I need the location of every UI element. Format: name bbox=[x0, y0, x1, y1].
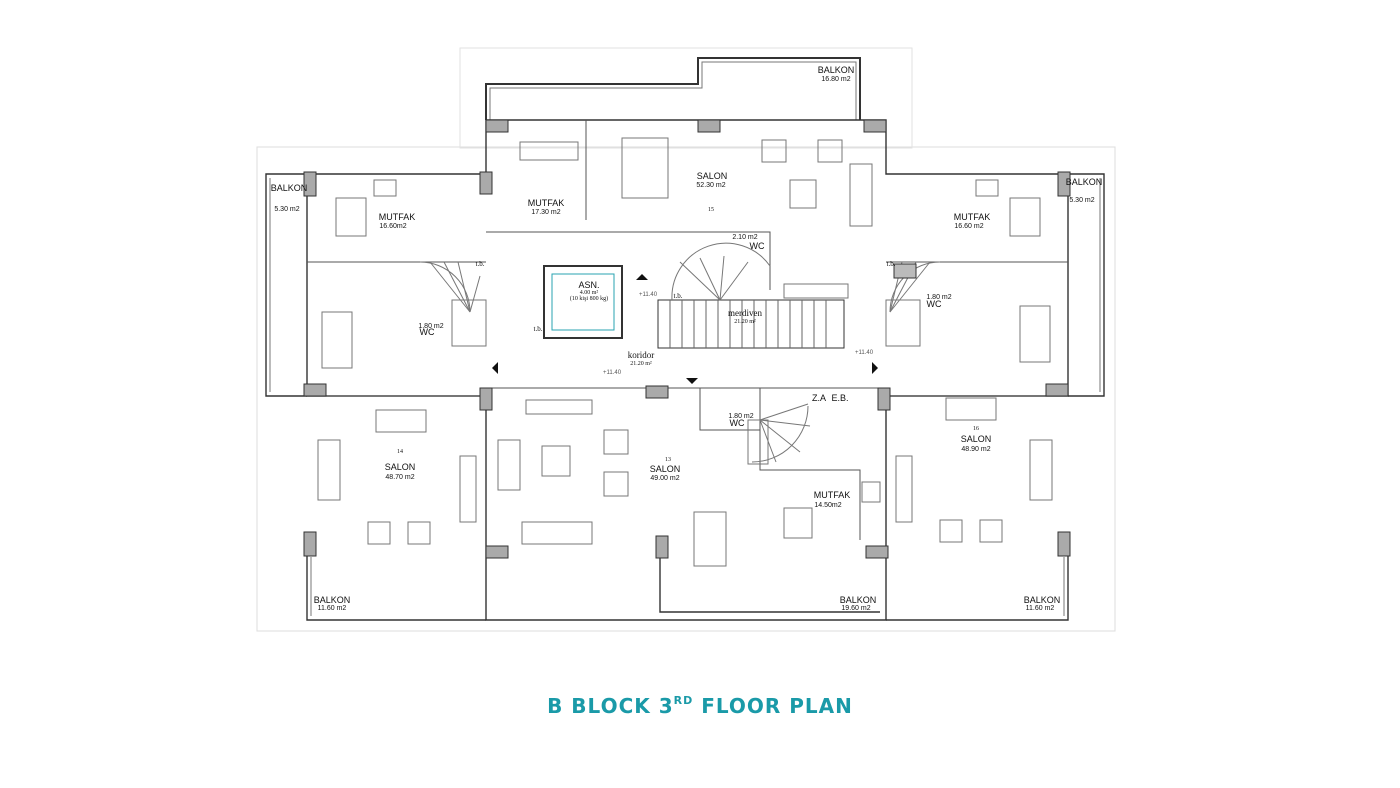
tb-mark-left: t.b. bbox=[476, 260, 485, 268]
balkon-br-area: 11.60 m2 bbox=[1026, 605, 1055, 612]
wc-left-area: 1.80 m2 bbox=[418, 323, 443, 330]
wc-lower-name: WC bbox=[730, 418, 745, 428]
salon-center-area: 49.00 m2 bbox=[650, 475, 679, 482]
balkon-top-area: 16.80 m2 bbox=[821, 76, 850, 83]
wc-center-name: WC bbox=[750, 241, 765, 251]
furniture bbox=[317, 137, 1053, 567]
salon-right-name: SALON bbox=[961, 434, 992, 444]
mutfak-right-area: 16.60 m2 bbox=[954, 223, 983, 230]
plan-title: B BLOCK 3RD FLOOR PLAN bbox=[0, 694, 1400, 718]
balkon-bc-area: 19.60 m2 bbox=[841, 605, 870, 612]
balkon-bl-area: 11.60 m2 bbox=[318, 605, 347, 612]
right-balcony-outline bbox=[1068, 173, 1105, 397]
spiral-stair-left bbox=[419, 261, 487, 347]
wc-center-area: 2.10 m2 bbox=[732, 234, 757, 241]
salon-left-number: 14 bbox=[397, 449, 403, 455]
salon-right-area: 48.90 m2 bbox=[961, 446, 990, 453]
balkon-left-top-name: BALKON bbox=[271, 183, 308, 193]
asn-name: ASN. bbox=[578, 280, 599, 290]
salon-right-number: 16 bbox=[973, 426, 979, 432]
spiral-stair-center-bottom bbox=[747, 403, 811, 465]
salon-left-name: SALON bbox=[385, 462, 416, 472]
site-outline bbox=[256, 146, 1116, 632]
left-balcony-outline bbox=[265, 173, 307, 397]
mutfak-lower-name: MUTFAK bbox=[814, 490, 851, 500]
salon-left-area: 48.70 m2 bbox=[385, 474, 414, 481]
balkon-right-top-name: BALKON bbox=[1066, 177, 1103, 187]
bottom-left-balcony-outline bbox=[306, 553, 486, 621]
columns bbox=[303, 119, 1071, 559]
salon-top-number: 15 bbox=[708, 207, 714, 213]
elevation-mark-3: +11.40 bbox=[855, 350, 874, 356]
balkon-bl-name: BALKON bbox=[314, 595, 351, 605]
asn-area: 4.00 m² bbox=[580, 290, 599, 296]
za-mark: Z.A bbox=[812, 393, 826, 403]
salon-top-area: 52.30 m2 bbox=[696, 182, 725, 189]
building-outline bbox=[306, 119, 1069, 621]
main-staircase bbox=[657, 299, 845, 349]
asn-note: (10 kişi 800 kg) bbox=[570, 295, 608, 302]
elevator-shaft bbox=[543, 265, 623, 339]
mutfak-lower-area: 14.50m2 bbox=[814, 502, 841, 509]
koridor-name: koridor bbox=[628, 350, 655, 360]
top-balcony-outline bbox=[485, 57, 861, 120]
tb-mark-center: t.b. bbox=[674, 292, 683, 300]
balkon-left-top-area: 5.30 m2 bbox=[274, 206, 299, 213]
mutfak-center-name: MUTFAK bbox=[528, 198, 565, 208]
bottom-center-balcony-outline bbox=[659, 553, 880, 613]
plan-title-main: B BLOCK 3 bbox=[547, 694, 674, 718]
salon-center-name: SALON bbox=[650, 464, 681, 474]
tb-mark-asn: t.b. bbox=[534, 325, 543, 333]
room-labels: BALKON 16.80 m2 BALKON 5.30 m2 BALKON 5.… bbox=[271, 65, 1103, 612]
wc-right-name: WC bbox=[927, 299, 942, 309]
balkon-right-top-area: 5.30 m2 bbox=[1069, 197, 1094, 204]
plan-title-sup: RD bbox=[673, 694, 694, 707]
mutfak-left-name: MUTFAK bbox=[379, 212, 416, 222]
balkon-bc-name: BALKON bbox=[840, 595, 877, 605]
mutfak-left-area: 16.60m2 bbox=[379, 223, 406, 230]
elevation-mark-2: +11.40 bbox=[603, 370, 622, 376]
spiral-stair-center-top bbox=[671, 242, 771, 301]
tb-mark-right: t.b. bbox=[887, 260, 896, 268]
merdiven-area: 21.20 m² bbox=[734, 319, 756, 325]
wc-right-area: 1.80 m2 bbox=[926, 294, 951, 301]
wc-lower-area: 1.80 m2 bbox=[728, 413, 753, 420]
balkon-br-name: BALKON bbox=[1024, 595, 1061, 605]
salon-center-number: 13 bbox=[665, 457, 671, 463]
mutfak-right-name: MUTFAK bbox=[954, 212, 991, 222]
elevation-mark-1: +11.40 bbox=[639, 292, 658, 298]
wc-left-name: WC bbox=[420, 327, 435, 337]
salon-top-name: SALON bbox=[697, 171, 728, 181]
plan-title-rest: FLOOR PLAN bbox=[693, 694, 853, 718]
floor-plan-drawing: BALKON 16.80 m2 BALKON 5.30 m2 BALKON 5.… bbox=[256, 47, 1116, 632]
balkon-top-name: BALKON bbox=[818, 65, 855, 75]
koridor-area: 21.20 m² bbox=[630, 361, 652, 367]
site-outline-top bbox=[459, 47, 913, 149]
merdiven-name: merdiven bbox=[728, 308, 762, 318]
mutfak-center-area: 17.30 m2 bbox=[531, 209, 560, 216]
bottom-right-balcony-outline bbox=[886, 553, 1069, 621]
eb-mark: E.B. bbox=[831, 393, 848, 403]
direction-arrows bbox=[492, 274, 878, 384]
